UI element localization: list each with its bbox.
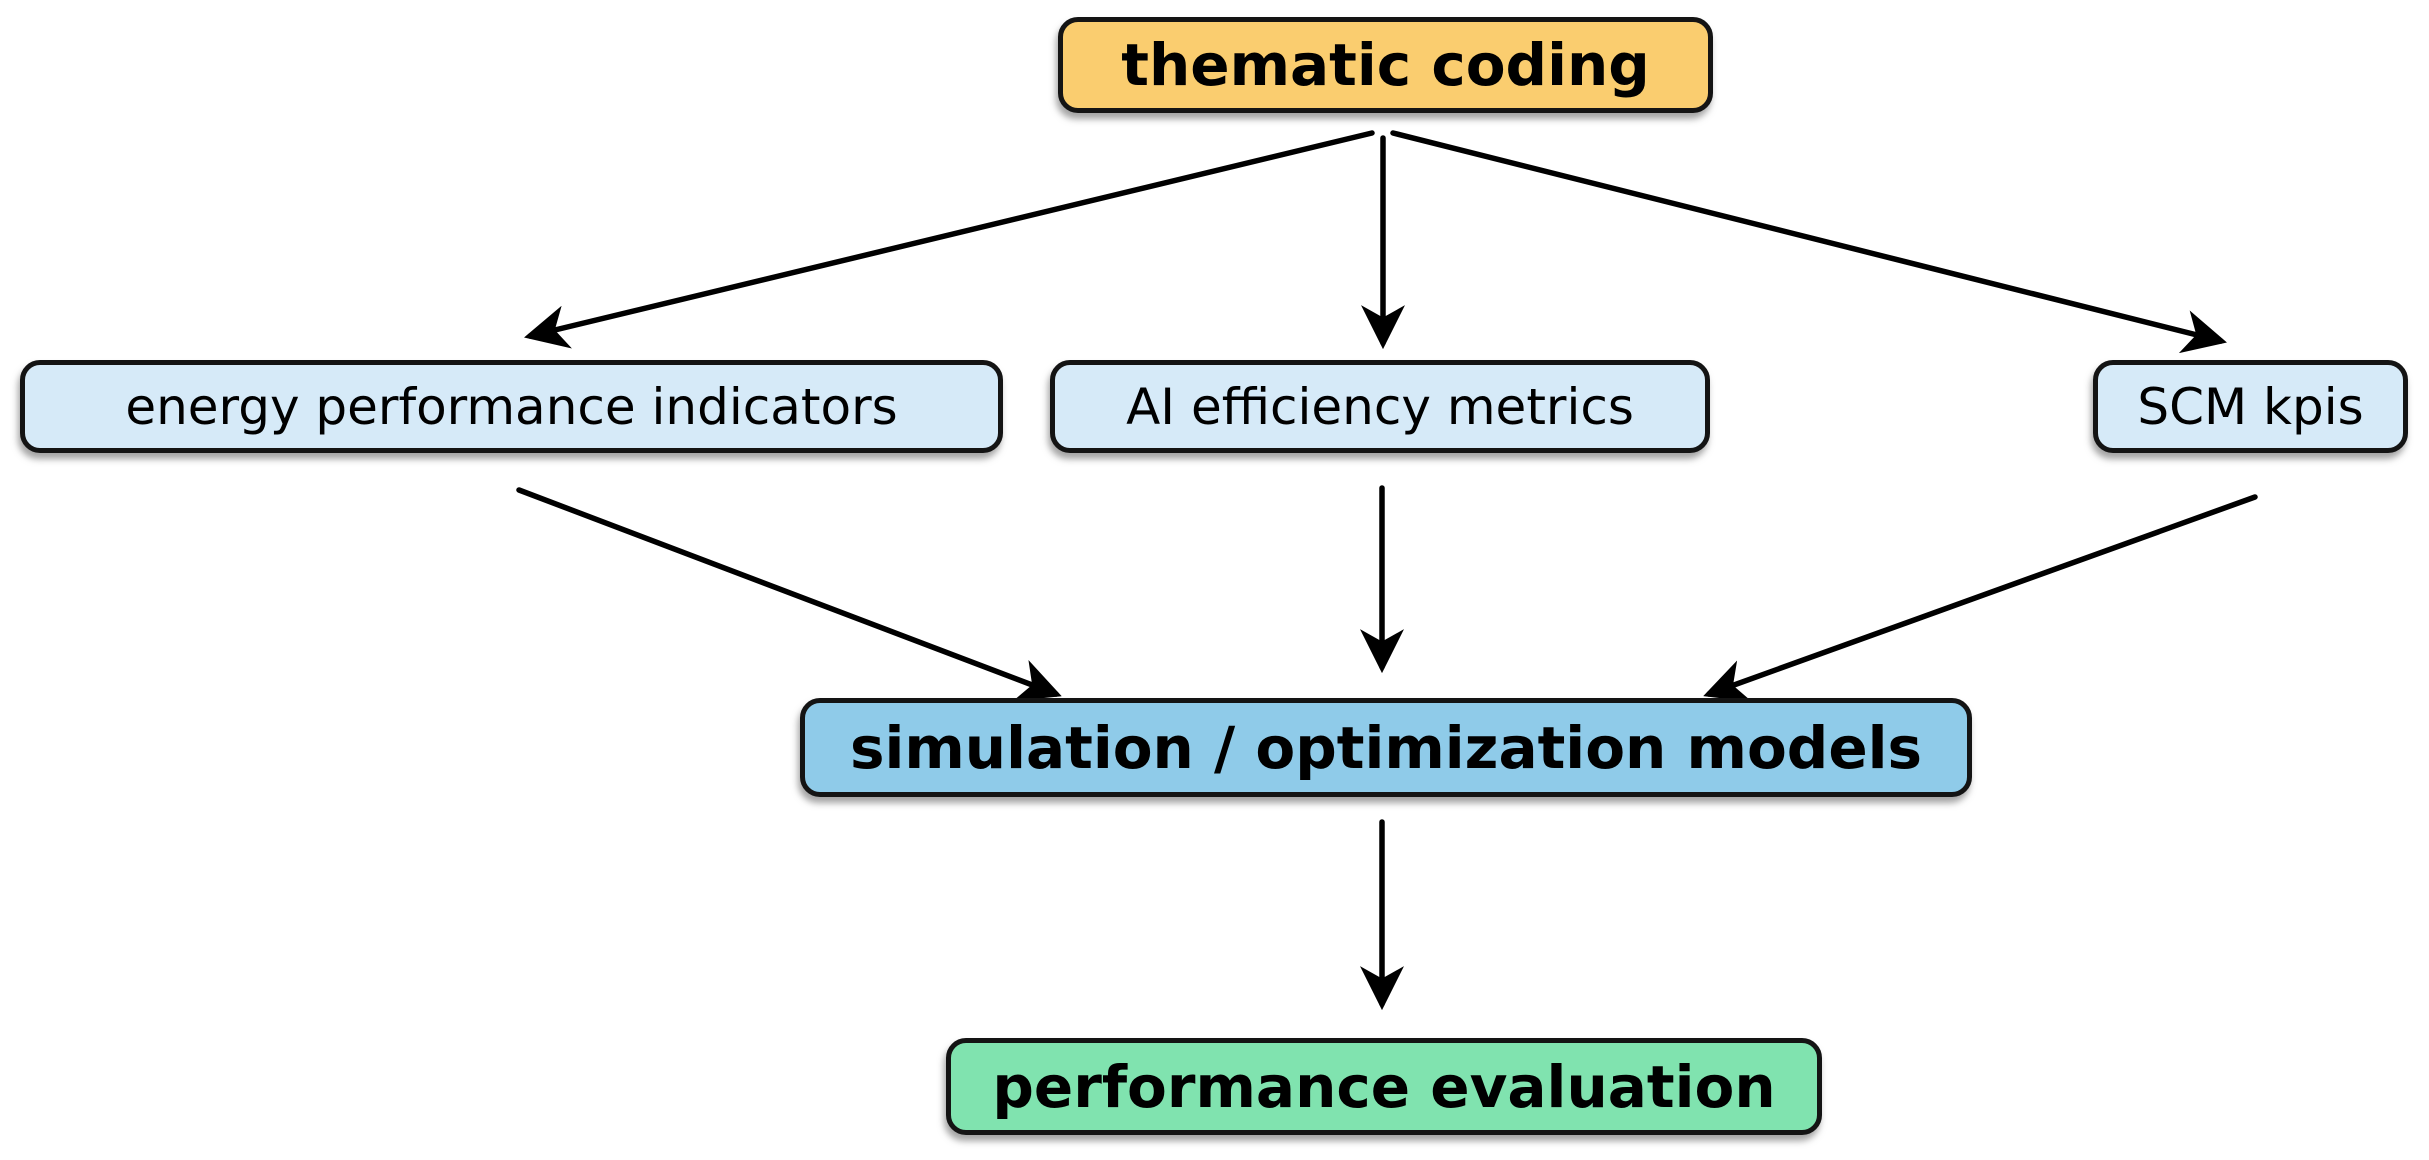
node-scm-kpis: SCM kpis: [2093, 360, 2408, 453]
node-simulation-optimization-models: simulation / optimization models: [800, 698, 1972, 797]
node-simulation-optimization-models-label: simulation / optimization models: [849, 713, 1923, 782]
node-thematic-coding: thematic coding: [1058, 17, 1713, 113]
node-thematic-coding-label: thematic coding: [1121, 31, 1650, 99]
arrow-energy-to-sim: [516, 487, 1062, 702]
arrow-thematic-to-scm: [1390, 130, 2227, 354]
arrow-scm-to-sim: [1703, 494, 2258, 702]
node-energy-performance-indicators: energy performance indicators: [20, 360, 1003, 453]
node-performance-evaluation: performance evaluation: [946, 1038, 1822, 1135]
node-ai-efficiency-metrics: AI efficiency metrics: [1050, 360, 1710, 453]
node-performance-evaluation-label: performance evaluation: [992, 1052, 1776, 1121]
node-scm-kpis-label: SCM kpis: [2137, 377, 2364, 436]
arrow-thematic-to-energy: [524, 130, 1375, 349]
node-energy-performance-indicators-label: energy performance indicators: [125, 377, 898, 436]
node-ai-efficiency-metrics-label: AI efficiency metrics: [1126, 377, 1634, 436]
